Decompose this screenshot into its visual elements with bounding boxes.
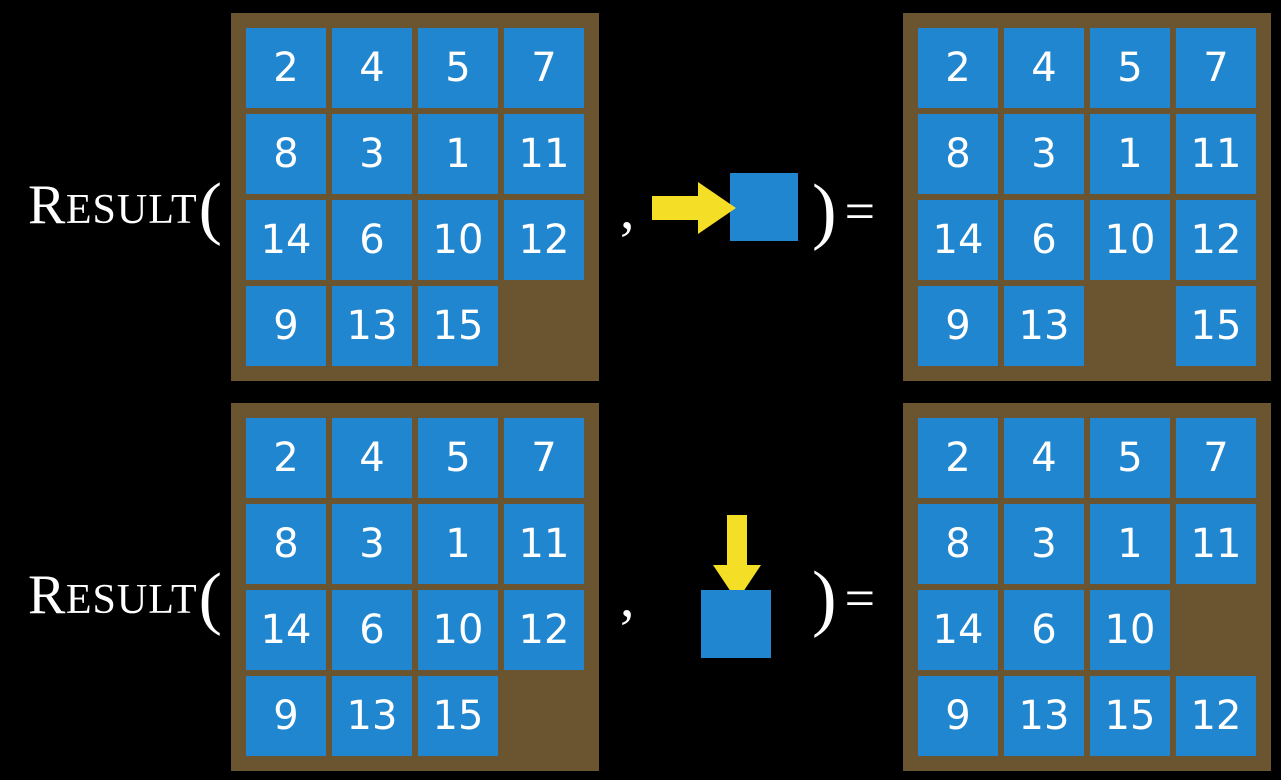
action-tile-row2[interactable]	[701, 590, 771, 658]
tile[interactable]: 4	[332, 418, 412, 498]
tile[interactable]: 6	[1004, 590, 1084, 670]
result-function-label-row2: RESULT(	[28, 556, 222, 634]
result-label-capital: R	[28, 174, 66, 236]
tile[interactable]: 3	[1004, 504, 1084, 584]
tile[interactable]: 13	[332, 286, 412, 366]
close-paren: )	[812, 170, 837, 252]
tile[interactable]: 7	[504, 418, 584, 498]
open-paren: (	[198, 560, 223, 637]
input-board-row1: 2 4 5 7 8 3 1 11 14 6 10 12 9 13 15	[231, 13, 599, 381]
empty-slot[interactable]	[1090, 286, 1170, 366]
tile[interactable]: 14	[246, 590, 326, 670]
tile[interactable]: 4	[1004, 418, 1084, 498]
equation-row-move-right: RESULT( 2 4 5 7 8 3 1 11 14 6 10 12 9 13…	[28, 13, 1271, 381]
arrow-down-icon	[713, 515, 761, 601]
open-paren: (	[198, 170, 223, 247]
tile[interactable]: 10	[1090, 200, 1170, 280]
tile[interactable]: 13	[1004, 286, 1084, 366]
tile[interactable]: 6	[1004, 200, 1084, 280]
argument-separator-comma-row1: ,	[620, 176, 635, 241]
tile[interactable]: 11	[504, 114, 584, 194]
tile[interactable]: 14	[246, 200, 326, 280]
tile[interactable]: 5	[418, 28, 498, 108]
tile[interactable]: 9	[246, 676, 326, 756]
tile[interactable]: 10	[418, 590, 498, 670]
tile[interactable]: 8	[246, 504, 326, 584]
input-board-row2: 2 4 5 7 8 3 1 11 14 6 10 12 9 13 15	[231, 403, 599, 771]
tile[interactable]: 11	[1176, 114, 1256, 194]
empty-slot[interactable]	[1176, 590, 1256, 670]
tile[interactable]: 2	[918, 418, 998, 498]
closing-paren-equals-row2: )=	[812, 555, 876, 635]
tile[interactable]: 15	[1176, 286, 1256, 366]
empty-slot[interactable]	[504, 286, 584, 366]
tile[interactable]: 12	[504, 200, 584, 280]
tile[interactable]: 12	[1176, 200, 1256, 280]
result-label-smallcaps: ESULT	[65, 187, 198, 233]
result-function-label-row1: RESULT(	[28, 166, 222, 244]
tile[interactable]: 7	[1176, 28, 1256, 108]
tile[interactable]: 5	[418, 418, 498, 498]
tile[interactable]: 3	[332, 114, 412, 194]
output-board-row2: 2 4 5 7 8 3 1 11 14 6 10 9 13 15 12	[903, 403, 1271, 771]
tile[interactable]: 5	[1090, 418, 1170, 498]
tile[interactable]: 1	[1090, 114, 1170, 194]
equals-sign: =	[844, 181, 876, 241]
tile[interactable]: 11	[1176, 504, 1256, 584]
tile[interactable]: 1	[1090, 504, 1170, 584]
tile[interactable]: 3	[332, 504, 412, 584]
tile[interactable]: 1	[418, 504, 498, 584]
output-board-row1: 2 4 5 7 8 3 1 11 14 6 10 12 9 13 15	[903, 13, 1271, 381]
empty-slot[interactable]	[504, 676, 584, 756]
tile[interactable]: 3	[1004, 114, 1084, 194]
tile[interactable]: 11	[504, 504, 584, 584]
tile[interactable]: 13	[332, 676, 412, 756]
tile[interactable]: 6	[332, 590, 412, 670]
tile[interactable]: 7	[1176, 418, 1256, 498]
equation-row-move-down: RESULT( 2 4 5 7 8 3 1 11 14 6 10 12 9 13…	[0, 390, 1281, 780]
tile[interactable]: 9	[246, 286, 326, 366]
tile[interactable]: 12	[504, 590, 584, 670]
equals-sign: =	[844, 568, 876, 628]
arrow-right-icon	[652, 182, 736, 234]
tile[interactable]: 8	[246, 114, 326, 194]
action-tile-row1[interactable]	[730, 173, 798, 241]
tile[interactable]: 10	[418, 200, 498, 280]
tile[interactable]: 12	[1176, 676, 1256, 756]
tile[interactable]: 14	[918, 200, 998, 280]
tile[interactable]: 15	[418, 676, 498, 756]
tile[interactable]: 6	[332, 200, 412, 280]
tile[interactable]: 5	[1090, 28, 1170, 108]
tile[interactable]: 2	[246, 28, 326, 108]
close-paren: )	[812, 557, 837, 639]
tile[interactable]: 9	[918, 676, 998, 756]
tile[interactable]: 4	[332, 28, 412, 108]
result-label-capital: R	[28, 564, 66, 626]
tile[interactable]: 15	[1090, 676, 1170, 756]
tile[interactable]: 15	[418, 286, 498, 366]
tile[interactable]: 4	[1004, 28, 1084, 108]
tile[interactable]: 1	[418, 114, 498, 194]
argument-separator-comma-row2: ,	[620, 564, 635, 629]
tile[interactable]: 9	[918, 286, 998, 366]
tile[interactable]: 2	[246, 418, 326, 498]
tile[interactable]: 8	[918, 114, 998, 194]
result-label-smallcaps: ESULT	[65, 577, 198, 623]
tile[interactable]: 13	[1004, 676, 1084, 756]
tile[interactable]: 2	[918, 28, 998, 108]
tile[interactable]: 8	[918, 504, 998, 584]
closing-paren-equals-row1: )=	[812, 168, 876, 248]
tile[interactable]: 14	[918, 590, 998, 670]
tile[interactable]: 7	[504, 28, 584, 108]
tile[interactable]: 10	[1090, 590, 1170, 670]
